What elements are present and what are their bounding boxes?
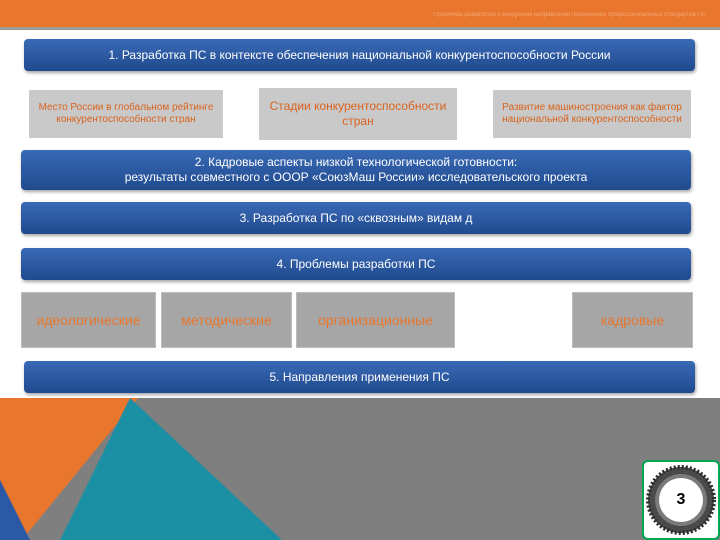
category-organizational-label: организационные <box>318 312 433 328</box>
page-number-badge: 3 <box>642 460 720 540</box>
section-3-banner[interactable]: 3. Разработка ПС по «сквозным» видам д <box>21 202 691 234</box>
gear-icon <box>646 465 716 535</box>
section-1-label: 1. Разработка ПС в контексте обеспечения… <box>108 47 611 62</box>
category-personnel-label: кадровые <box>600 312 665 328</box>
category-ideological[interactable]: идеологические <box>21 292 156 348</box>
section-1-banner[interactable]: 1. Разработка ПС в контексте обеспечения… <box>24 39 695 71</box>
section-2-banner[interactable]: 2. Кадровые аспекты низкой технологическ… <box>21 150 691 190</box>
footer-decoration <box>0 398 282 540</box>
subbox-competitiveness-stages-label: Стадии конкурентоспособности стран <box>269 99 447 128</box>
header-faint-title: Проблемы разработки и внедрения направле… <box>433 12 706 18</box>
section-5-banner[interactable]: 5. Направления применения ПС <box>24 361 695 393</box>
category-methodical[interactable]: методические <box>161 292 292 348</box>
subbox-machine-building[interactable]: Развитие машиностроения как фактор нацио… <box>493 90 691 138</box>
page-number: 3 <box>676 491 686 508</box>
category-organizational[interactable]: организационные <box>296 292 455 348</box>
subbox-global-rating-label: Место России в глобальном рейтинге конку… <box>38 102 214 125</box>
top-header-bar: Проблемы разработки и внедрения направле… <box>0 0 720 30</box>
category-ideological-label: идеологические <box>36 312 141 328</box>
category-methodical-label: методические <box>181 312 272 328</box>
section-2-line-2: результаты совместного с ОООР «СоюзМаш Р… <box>124 170 588 184</box>
section-5-label: 5. Направления применения ПС <box>269 369 450 384</box>
subbox-machine-building-label: Развитие машиностроения как фактор нацио… <box>502 102 682 125</box>
section-3-label: 3. Разработка ПС по «сквозным» видам д <box>239 210 473 225</box>
category-personnel[interactable]: кадровые <box>572 292 693 348</box>
section-4-label: 4. Проблемы разработки ПС <box>276 256 436 271</box>
subbox-competitiveness-stages[interactable]: Стадии конкурентоспособности стран <box>259 88 457 140</box>
section-4-banner[interactable]: 4. Проблемы разработки ПС <box>21 248 691 280</box>
subbox-global-rating[interactable]: Место России в глобальном рейтинге конку… <box>29 90 223 138</box>
section-2-line-1: 2. Кадровые аспекты низкой технологическ… <box>194 155 518 169</box>
